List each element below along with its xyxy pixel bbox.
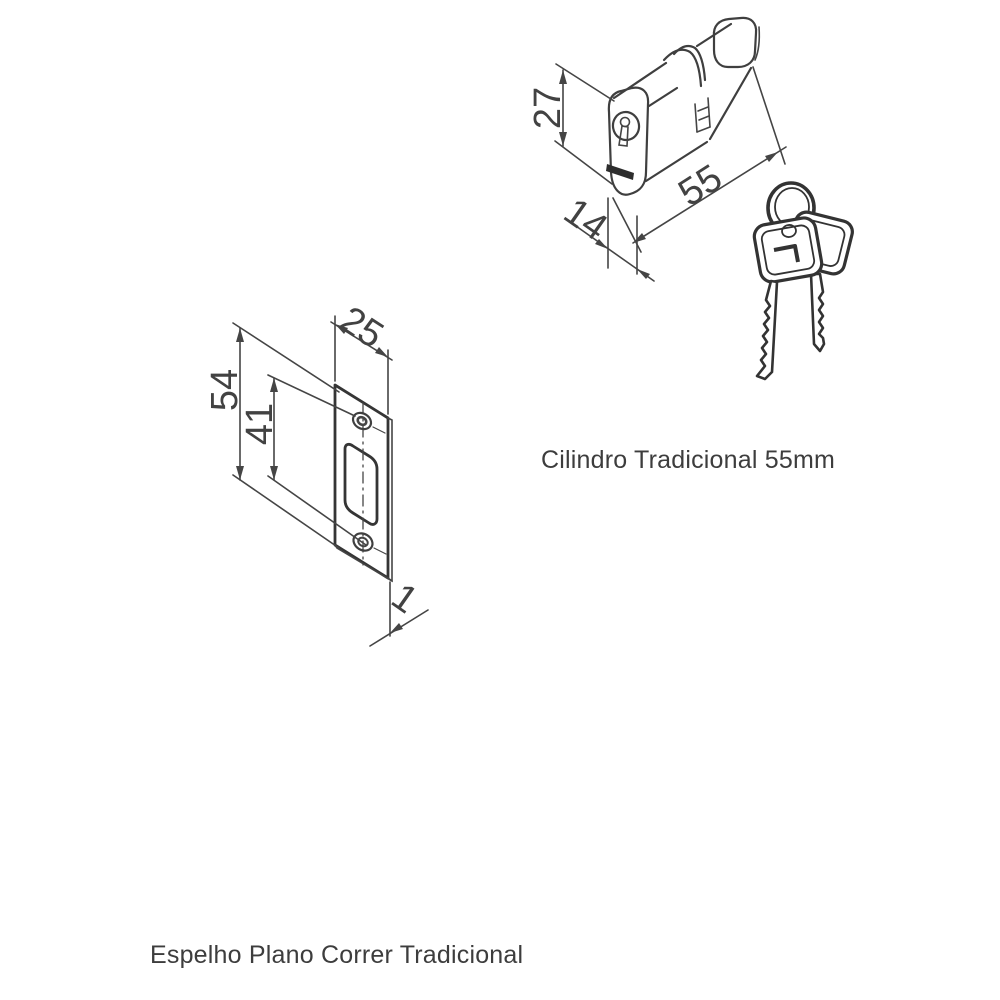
cylinder-caption: Cilindro Tradicional 55mm — [541, 446, 836, 474]
keys-drawing — [752, 181, 854, 381]
key-front — [752, 216, 824, 381]
cylinder-dimensions: 27 14 55 — [527, 63, 787, 282]
keyhole-icon — [611, 110, 641, 142]
cylinder-drawing — [606, 16, 761, 196]
dim-face-height-label: 27 — [527, 87, 569, 129]
screw-hole-bottom — [352, 532, 387, 555]
dim-plate-height-label: 54 — [204, 369, 246, 411]
latch-opening — [343, 442, 379, 526]
strike-plate-drawing — [333, 383, 393, 583]
dim-screw-spacing-label: 41 — [239, 403, 281, 445]
dim-plate-width-label: 25 — [332, 299, 390, 357]
brand-band — [606, 164, 634, 180]
strike-plate-caption: Espelho Plano Correr Tradicional — [150, 941, 524, 969]
strike-plate-dimensions: 54 41 25 1 — [204, 299, 429, 647]
dim-body-width-label: 14 — [556, 190, 615, 249]
dim-length-label: 55 — [671, 157, 729, 215]
